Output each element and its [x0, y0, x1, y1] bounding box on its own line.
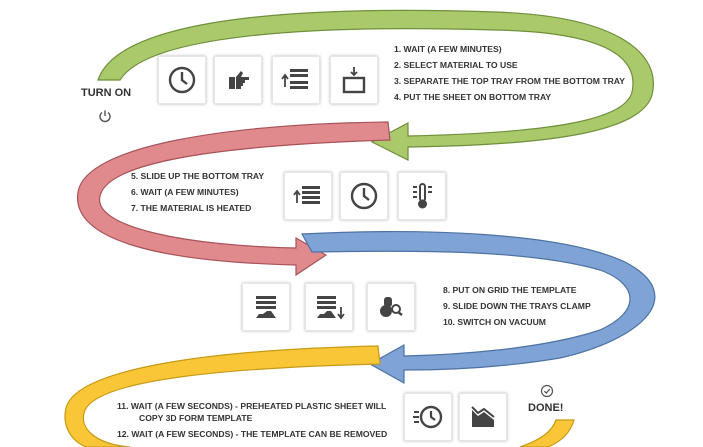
tray-separate-icon: [272, 56, 320, 104]
step-2: 2. SELECT MATERIAL TO USE: [394, 60, 518, 70]
clock-icon: [340, 172, 388, 220]
step-4: 4. PUT THE SHEET ON BOTTOM TRAY: [394, 92, 552, 102]
step-8: 8. PUT ON GRID THE TEMPLATE: [443, 285, 577, 295]
step-11: 11. WAIT (A FEW SECONDS) - PREHEATED PLA…: [117, 401, 387, 411]
step-9: 9. SLIDE DOWN THE TRAYS CLAMP: [443, 301, 591, 311]
steps-group-3: 8. PUT ON GRID THE TEMPLATE 9. SLIDE DOW…: [443, 282, 591, 330]
step-11-continued: COPY 3D FORM TEMPLATE: [139, 413, 253, 423]
vacuum-icon: [367, 283, 415, 331]
yellow-arrow-end: [519, 419, 575, 447]
tray-slide-up-icon: [284, 172, 332, 220]
blue-arrow: [301, 231, 656, 385]
done-label: DONE!: [528, 402, 564, 414]
step-3: 3. SEPARATE THE TOP TRAY FROM THE BOTTOM…: [394, 76, 625, 86]
check-circle-icon: [540, 384, 554, 398]
green-arrow: [97, 9, 654, 161]
clock-icon: [158, 56, 206, 104]
power-icon[interactable]: [97, 108, 113, 124]
steps-group-1: 1. WAIT (A FEW MINUTES) 2. SELECT MATERI…: [394, 41, 625, 105]
grid-template-icon: [242, 283, 290, 331]
thermometer-icon: [398, 172, 446, 220]
tray-clamp-down-icon: [305, 283, 353, 331]
step-6: 6. WAIT (A FEW MINUTES): [131, 187, 239, 197]
step-12: 12. WAIT (A FEW SECONDS) - THE TEMPLATE …: [117, 429, 388, 439]
step-5: 5. SLIDE UP THE BOTTOM TRAY: [131, 171, 265, 181]
step-1: 1. WAIT (A FEW MINUTES): [394, 44, 502, 54]
red-arrow: [77, 121, 391, 277]
step-7: 7. THE MATERIAL IS HEATED: [131, 203, 252, 213]
yellow-arrow: [64, 345, 381, 447]
timer-icon: [404, 393, 452, 441]
step-10: 10. SWITCH ON VACUUM: [443, 317, 546, 327]
steps-group-2: 5. SLIDE UP THE BOTTOM TRAY 6. WAIT (A F…: [131, 168, 264, 216]
formed-sheet-icon: [459, 393, 507, 441]
turn-on-label: TURN ON: [81, 87, 132, 99]
sheet-down-icon: [330, 56, 378, 104]
hand-pointer-icon: [214, 56, 262, 104]
steps-group-4: 11. WAIT (A FEW SECONDS) - PREHEATED PLA…: [117, 400, 387, 440]
